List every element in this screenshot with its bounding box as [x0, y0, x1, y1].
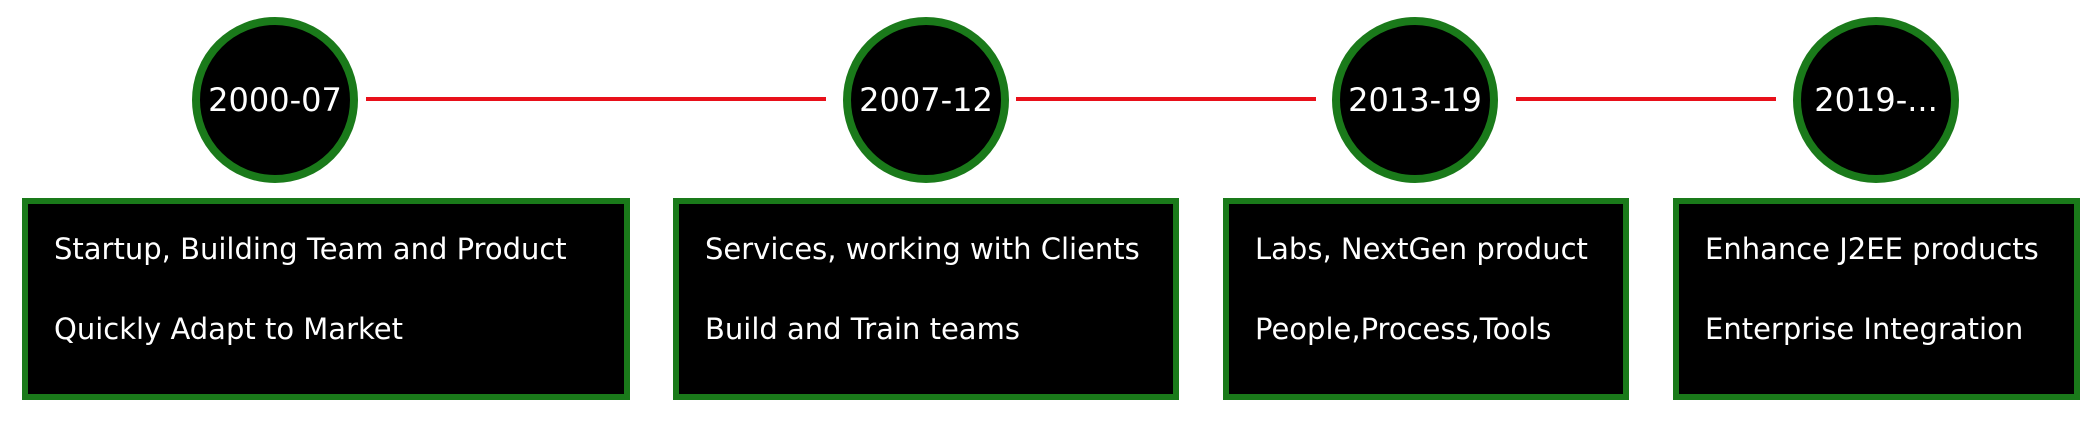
period-card: Services, working with Clients Build and… [673, 198, 1179, 400]
period-node: 2000-07 [192, 17, 358, 183]
period-card: Startup, Building Team and Product Quick… [22, 198, 630, 400]
period-label: 2019-... [1814, 81, 1938, 119]
period-label: 2013-19 [1348, 81, 1482, 119]
card-line: People,Process,Tools [1255, 312, 1552, 346]
card-line: Enterprise Integration [1705, 312, 2024, 346]
period-label: 2000-07 [208, 81, 342, 119]
card-line: Startup, Building Team and Product [54, 232, 567, 266]
card-line: Quickly Adapt to Market [54, 312, 403, 346]
period-card: Labs, NextGen product People,Process,Too… [1223, 198, 1629, 400]
card-line: Services, working with Clients [705, 232, 1140, 266]
period-label: 2007-12 [859, 81, 993, 119]
period-node: 2013-19 [1332, 17, 1498, 183]
period-node: 2007-12 [843, 17, 1009, 183]
card-line: Enhance J2EE products [1705, 232, 2039, 266]
card-line: Labs, NextGen product [1255, 232, 1588, 266]
period-node: 2019-... [1793, 17, 1959, 183]
connector-line [1516, 97, 1776, 101]
connector-line [366, 97, 826, 101]
connector-line [1016, 97, 1316, 101]
card-line: Build and Train teams [705, 312, 1020, 346]
period-card: Enhance J2EE products Enterprise Integra… [1673, 198, 2080, 400]
